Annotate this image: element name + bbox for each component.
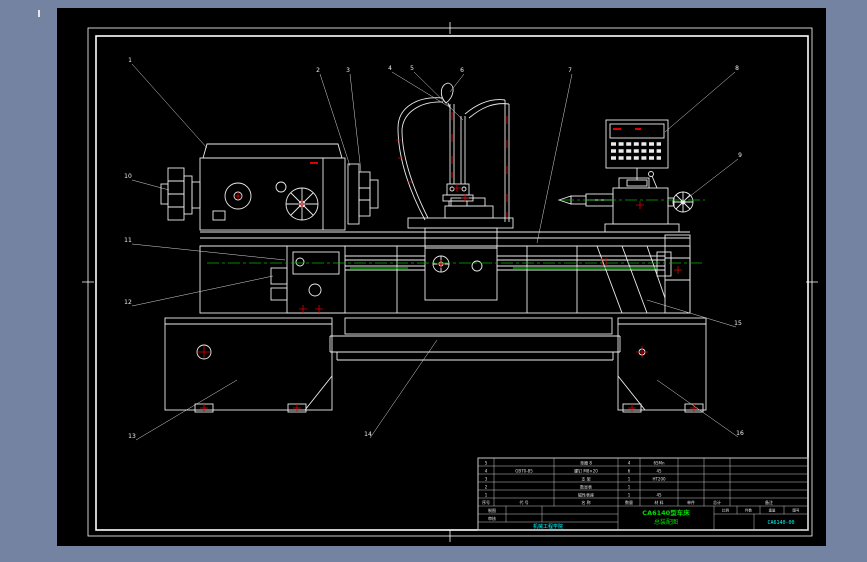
bed (199, 231, 691, 314)
pipe-hidden-dashes (451, 112, 508, 218)
bom-cell: 1 (628, 493, 631, 498)
callout-label: 15 (734, 320, 742, 327)
bom-cell: 45 (656, 469, 662, 474)
bom-cell: 1 (628, 477, 631, 482)
drawing-frame (82, 22, 818, 542)
bom-header-cell: 名 称 (581, 499, 590, 505)
bom-cell: 65Mn (653, 461, 665, 466)
bom-cell: 垫圈 8 (580, 460, 592, 466)
feed-gearbox (270, 245, 346, 314)
bom-header-cell: 总计 (713, 499, 721, 505)
bom-cell: 数显表 (580, 484, 592, 490)
chip-tray (329, 317, 621, 361)
callout-label: 5 (410, 65, 414, 72)
bom-header-cell: 序号 (482, 499, 490, 505)
info-label: 图号 (793, 508, 801, 513)
sign-label: 审核 (488, 515, 496, 521)
coolant-pipes (397, 82, 510, 222)
coolant-nozzle (440, 82, 454, 104)
drawing-number: CA6140-00 (767, 520, 794, 526)
callout-numbers: 1 2 3 4 5 6 7 8 9 10 11 12 13 14 15 16 (124, 57, 744, 440)
dro-screen (609, 123, 665, 139)
callout-label: 2 (316, 67, 320, 74)
callout-label: 7 (568, 67, 572, 74)
right-pedestal (617, 317, 707, 413)
sign-label: 制图 (488, 507, 496, 513)
coolant-valve-toolpost (442, 183, 474, 207)
left-pedestal (164, 317, 333, 413)
headstock (199, 143, 346, 231)
info-label: 重量 (769, 508, 777, 513)
drawing-sheet[interactable]: 1 2 3 4 5 6 7 8 9 10 11 12 13 14 15 16 (57, 8, 826, 546)
callout-label: 8 (735, 65, 739, 72)
leader-lines (131, 63, 739, 441)
bom-cell: 2 (485, 485, 488, 490)
bom-cell: 4 (628, 461, 631, 466)
bom-cell: 45 (656, 493, 662, 498)
callout-label: 14 (364, 431, 372, 438)
bom-cell: 支 架 (581, 476, 590, 482)
bom-header-cell: 材 料 (654, 499, 663, 505)
bom-cell: 6 (628, 469, 631, 474)
center-marks (198, 112, 698, 412)
bom-cell: GB70-85 (515, 469, 533, 474)
centering-tick (82, 22, 818, 542)
bom-cell: 1 (628, 485, 631, 490)
bom-header-cell: 数量 (625, 499, 633, 505)
callout-label: 3 (346, 67, 350, 74)
centerlines (207, 199, 705, 269)
bom-header-cell: 备注 (765, 499, 773, 505)
bom-cell: 4 (485, 469, 488, 474)
callout-label: 1 (128, 57, 132, 64)
title-block-text: 序号 代 号 名 称 数量 材 料 单件 总计 备注 5 垫圈 8 4 65Mn… (482, 460, 800, 531)
callout-label: 9 (738, 152, 742, 159)
tailstock (557, 171, 694, 233)
bom-cell: 磁性表座 (578, 492, 594, 498)
lead-screw-feed-rods (345, 251, 672, 277)
bom-cell: 螺钉 M8×20 (574, 468, 598, 474)
dro-unit (605, 119, 669, 187)
spindle-end-cover (160, 167, 201, 221)
bom-header-cell: 代 号 (519, 499, 528, 505)
callout-label: 12 (124, 299, 132, 306)
bom-cell: 5 (485, 461, 488, 466)
info-label: 比例 (722, 508, 730, 513)
drawing-title-line2: 总装配图 (654, 518, 678, 526)
callout-label: 16 (736, 430, 744, 437)
bom-cell: 1 (485, 493, 488, 498)
callout-label: 13 (128, 433, 136, 440)
lathe-assembly-drawing: 1 2 3 4 5 6 7 8 9 10 11 12 13 14 15 16 (82, 22, 818, 542)
callout-label: 10 (124, 173, 132, 180)
callout-label: 4 (388, 65, 392, 72)
callout-label: 6 (460, 67, 464, 74)
artifact-mark (38, 10, 40, 17)
bom-header-cell: 单件 (687, 499, 695, 505)
lathe-machine (160, 82, 707, 413)
drawing-title-line1: CA6140型车床 (642, 508, 690, 517)
bom-cell: 3 (485, 477, 488, 482)
bom-cell: HT200 (652, 477, 666, 482)
org-name: 机械工程学院 (533, 523, 563, 530)
chuck (347, 163, 379, 225)
callout-label: 11 (124, 237, 132, 244)
info-label: 件数 (745, 508, 753, 513)
carriage-apron (407, 197, 514, 301)
title-block (477, 457, 809, 531)
